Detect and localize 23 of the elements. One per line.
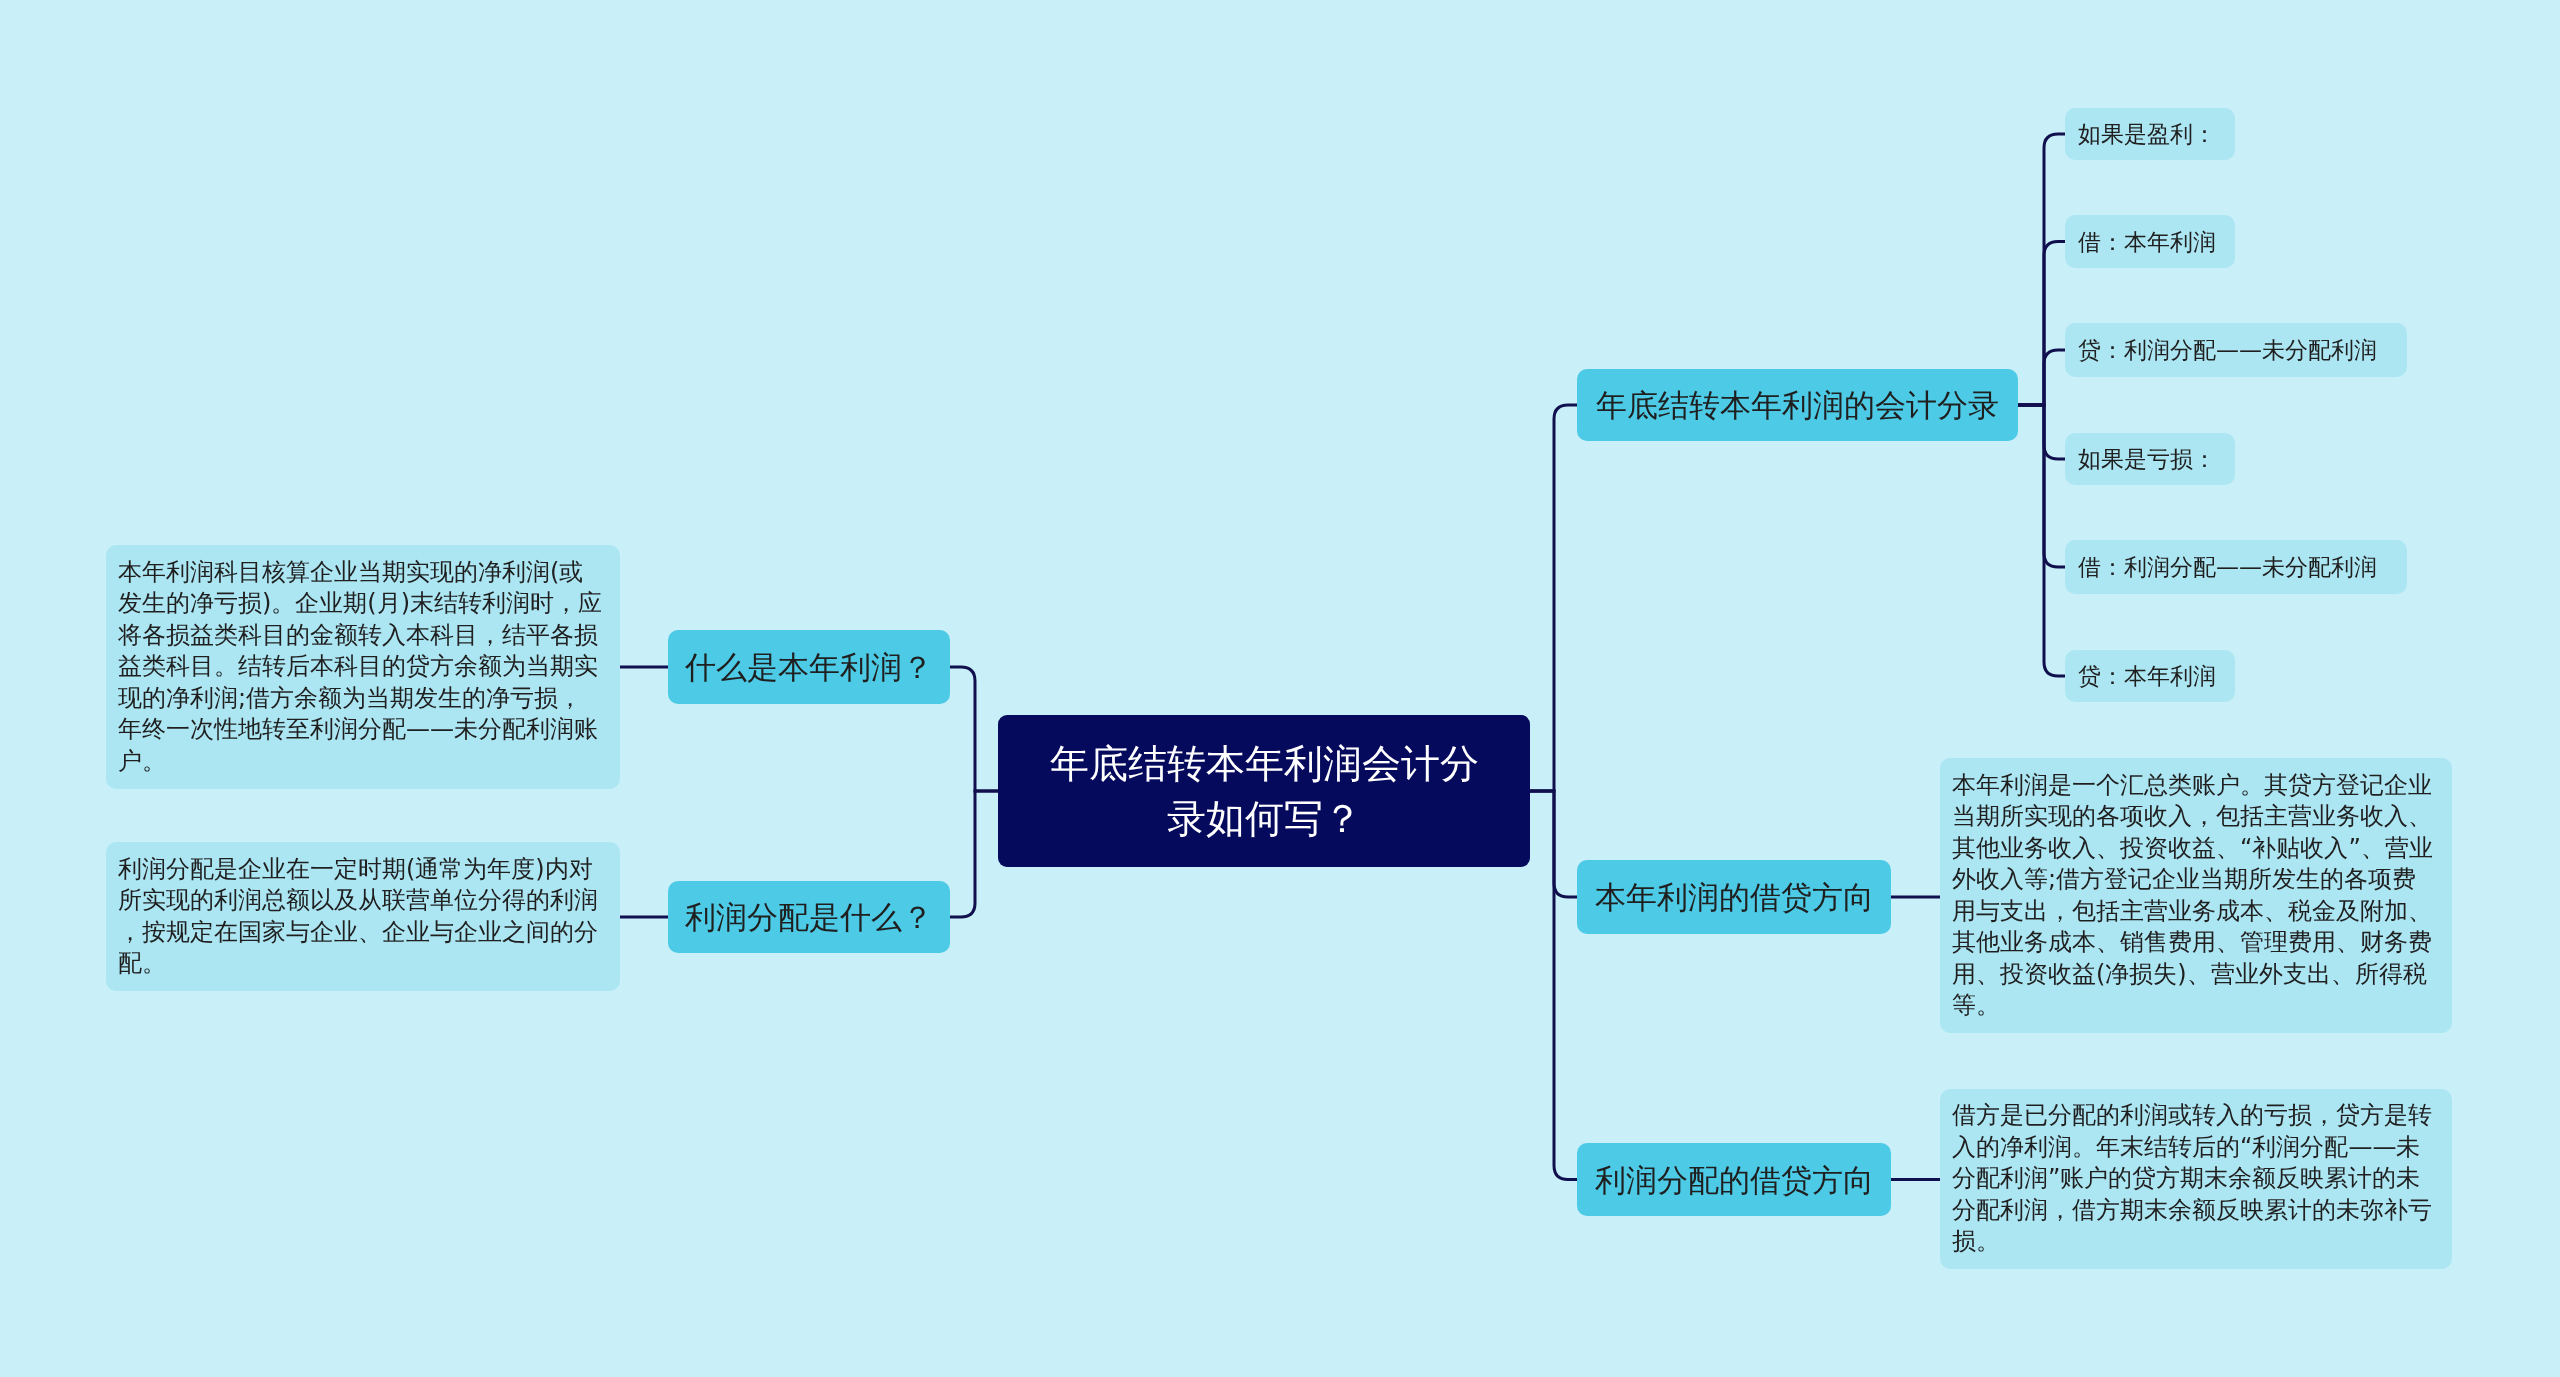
note-box: 本年利润科目核算企业当期实现的净利润(或发生的净亏损)。企业期(月)末结转利润时，应将各损益类科目的金额转入本科目，结平各损益类科目。结转后本科目的贷方余额为当期实现的净利润;借方余额为当期发生的净亏损，年终一次性地转至利润分配——未分配利润账户。 [106, 545, 620, 789]
subtopic-box: 贷：利润分配——未分配利润 [2065, 323, 2407, 377]
connector-line [1530, 789, 1577, 1181]
central-topic-box: 年底结转本年利润会计分录如何写？ [998, 715, 1530, 867]
subtopic-box: 如果是亏损： [2065, 433, 2235, 485]
subtopic-box: 借：利润分配——未分配利润 [2065, 540, 2407, 594]
connector-line [620, 665, 668, 669]
connector-line [950, 789, 998, 919]
note-box: 利润分配是企业在一定时期(通常为年度)内对所实现的利润总额以及从联营单位分得的利润，按规定在国家与企业、企业与企业之间的分配。 [106, 842, 620, 991]
connector-line [2018, 403, 2065, 678]
subtopic-box: 贷：本年利润 [2065, 650, 2235, 702]
note-box: 借方是已分配的利润或转入的亏损，贷方是转入的净利润。年末结转后的“利润分配——未分配利润”账户的贷方期末余额反映累计的未分配利润，借方期末余额反映累计的未弥补亏损。 [1940, 1089, 2452, 1269]
topic-box: 利润分配是什么？ [668, 881, 950, 953]
subtopic-box: 借：本年利润 [2065, 215, 2235, 268]
topic-box: 利润分配的借贷方向 [1577, 1143, 1891, 1216]
topic-box: 年底结转本年利润的会计分录 [1577, 369, 2018, 441]
connector-line [620, 915, 668, 919]
connector-line [1891, 895, 1940, 899]
topic-box: 什么是本年利润？ [668, 630, 950, 704]
note-box: 本年利润是一个汇总类账户。其贷方登记企业当期所实现的各项收入，包括主营业务收入、其他业务收入、投资收益、“补贴收入”、营业外收入等;借方登记企业当期所发生的各项费用与支出，包括主营业务成本、税金及附加、其他业务成本、销售费用、管理费用、财务费用、投资收益(净损失)、营业外支出、所得税等。 [1940, 758, 2452, 1033]
subtopic-box: 如果是盈利： [2065, 108, 2235, 160]
topic-box: 本年利润的借贷方向 [1577, 860, 1891, 934]
connector-line [1891, 1178, 1940, 1181]
